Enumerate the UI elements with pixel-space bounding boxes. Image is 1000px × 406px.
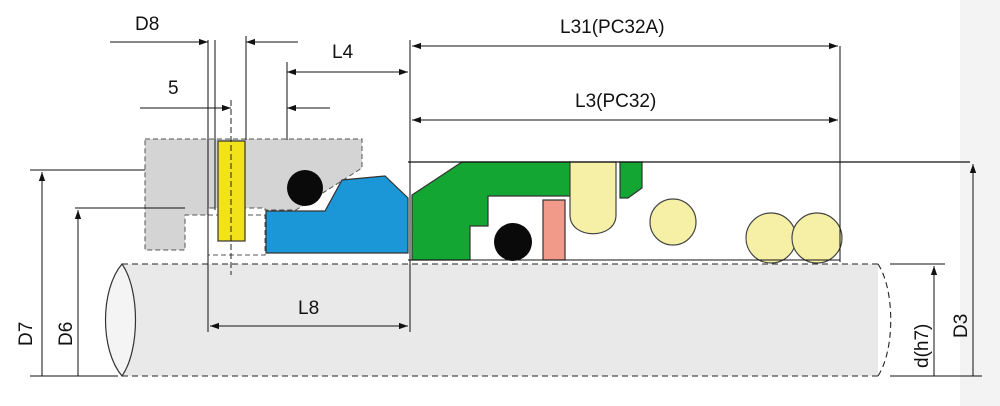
label-l3: L3(PC32) — [575, 91, 656, 112]
seat-o-ring — [287, 170, 323, 206]
rotating-o-ring — [494, 223, 532, 261]
stationary-face — [265, 175, 409, 254]
label-d3: D3 — [951, 314, 972, 338]
spring — [569, 161, 843, 264]
label-dh7: d(h7) — [912, 324, 933, 368]
label-d7: D7 — [16, 322, 37, 346]
background-strip — [960, 0, 1000, 406]
label-l8: L8 — [298, 298, 319, 319]
label-5: 5 — [168, 78, 179, 99]
label-l4: L4 — [332, 42, 354, 63]
label-d6: D6 — [56, 322, 77, 346]
shaft — [104, 263, 892, 377]
label-d8: D8 — [135, 14, 159, 35]
label-l31: L31(PC32A) — [560, 17, 665, 38]
drive-washer — [542, 199, 566, 261]
